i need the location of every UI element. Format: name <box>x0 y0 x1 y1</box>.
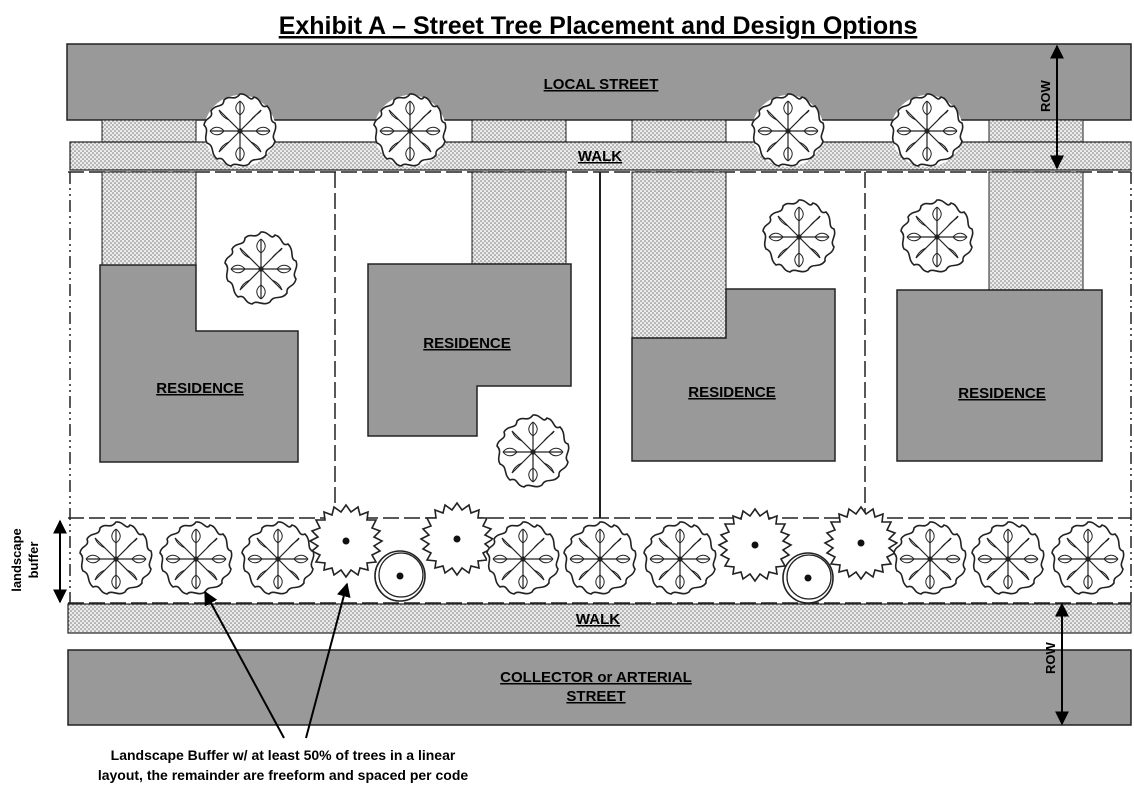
residence-4-label: RESIDENCE <box>958 385 1046 402</box>
deciduous-tree-icon <box>1051 521 1125 596</box>
diagram-title: Exhibit A – Street Tree Placement and De… <box>279 12 918 40</box>
row-top-label: ROW <box>1038 80 1053 113</box>
local-street-label: LOCAL STREET <box>544 76 659 93</box>
driveway <box>101 171 197 266</box>
deciduous-tree-icon <box>224 231 298 306</box>
caption-line1: Landscape Buffer w/ at least 50% of tree… <box>111 747 456 763</box>
spiky-tree-icon <box>309 504 383 578</box>
walk-bottom <box>67 603 1132 634</box>
deciduous-tree-icon <box>971 521 1045 596</box>
deciduous-tree-icon <box>496 414 570 489</box>
deciduous-tree-icon <box>563 521 637 596</box>
walk-top-label: WALK <box>578 148 622 165</box>
deciduous-tree-icon <box>762 199 836 274</box>
residence-2 <box>367 263 572 437</box>
landscape-buffer-label-line2: buffer <box>26 542 41 579</box>
residence-1-label: RESIDENCE <box>156 380 244 397</box>
row-bottom-label: ROW <box>1043 642 1058 675</box>
deciduous-tree-icon <box>79 521 153 596</box>
residence-3-label: RESIDENCE <box>688 384 776 401</box>
round-tree-icon <box>782 552 834 604</box>
residence-3 <box>631 288 836 462</box>
spiky-tree-icon <box>718 508 792 582</box>
deciduous-tree-icon <box>900 199 974 274</box>
driveway <box>471 171 567 265</box>
spiky-tree-icon <box>420 502 494 576</box>
driveway-apron <box>988 119 1084 143</box>
residence-1 <box>99 264 299 463</box>
residence-4 <box>896 289 1103 462</box>
driveway <box>988 171 1084 291</box>
driveway-apron <box>101 119 197 143</box>
driveway <box>631 171 727 339</box>
caption-line2: layout, the remainder are freeform and s… <box>98 767 469 783</box>
driveway-apron <box>631 119 727 143</box>
collector-street <box>67 649 1132 726</box>
walk-bottom-label: WALK <box>576 611 620 628</box>
driveway-apron <box>471 119 567 143</box>
lot-lines <box>68 171 1132 604</box>
landscape-buffer-label-line1: landscape <box>9 528 24 592</box>
deciduous-tree-icon <box>241 521 315 596</box>
callout-arrow-freeform <box>305 582 351 739</box>
residence-2-label: RESIDENCE <box>423 335 511 352</box>
round-tree-icon <box>374 550 426 602</box>
deciduous-tree-icon <box>643 521 717 596</box>
collector-street-label-line2: STREET <box>566 688 625 705</box>
deciduous-tree-icon <box>159 521 233 596</box>
deciduous-tree-icon <box>893 521 967 596</box>
callout-arrow-linear <box>204 590 285 739</box>
collector-street-label-line1: COLLECTOR or ARTERIAL <box>500 669 692 686</box>
deciduous-tree-icon <box>486 521 560 596</box>
